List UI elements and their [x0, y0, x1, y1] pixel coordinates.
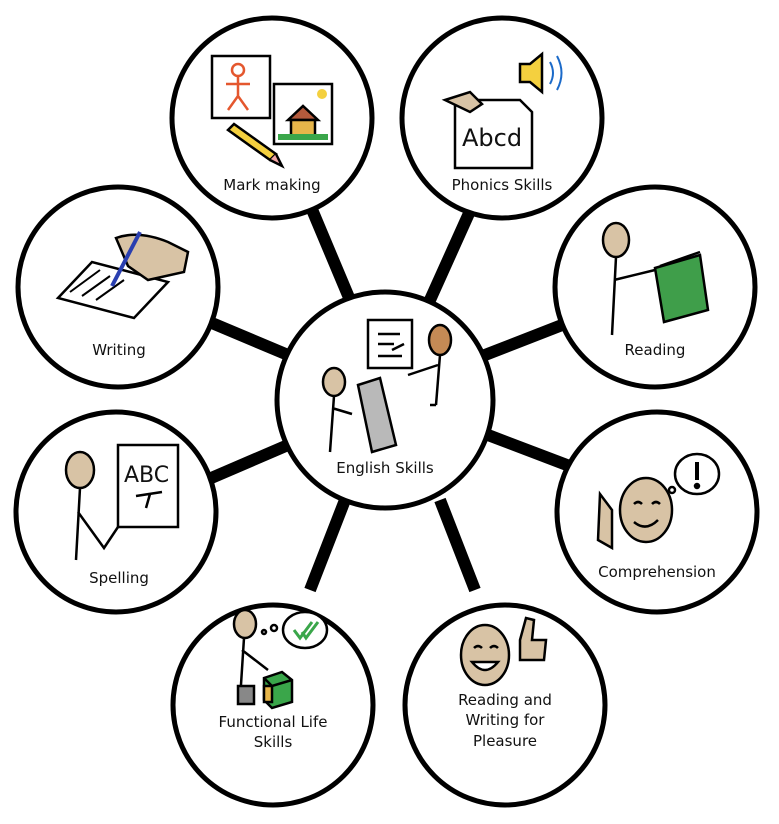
connectors: [192, 197, 583, 593]
label-comprehension: Comprehension: [598, 563, 716, 581]
connector-functional: [304, 497, 351, 593]
mark-making-icon: [210, 54, 334, 169]
label-spelling: Spelling: [89, 569, 149, 587]
phonics-card-text: Abcd: [462, 124, 522, 152]
connector-comprehension: [485, 429, 583, 476]
label-reading-writing-pleasure: Reading and Writing for Pleasure: [458, 691, 552, 750]
label-phonics-skills: Phonics Skills: [451, 176, 553, 194]
connector-writing: [197, 312, 291, 361]
spelling-card-text: ABC: [124, 463, 169, 488]
node-circle-pleasure: [402, 602, 608, 808]
hub-label: English Skills: [336, 459, 434, 477]
reading-writing-pleasure-icon: [459, 616, 548, 687]
hub-illustration-icon: [321, 318, 453, 454]
connector-phonics: [424, 197, 481, 303]
phonics-icon: Abcd: [441, 51, 563, 170]
connector-pleasure: [434, 497, 481, 593]
comprehension-icon: [596, 452, 721, 551]
label-reading: Reading: [624, 341, 686, 359]
connector-mark-making: [302, 197, 356, 303]
label-mark-making: Mark making: [223, 176, 321, 194]
writing-icon: [55, 231, 190, 320]
spelling-icon: ABC: [64, 443, 180, 561]
functional-life-skills-icon: [232, 608, 329, 710]
label-functional-life-skills: Functional Life Skills: [218, 713, 328, 752]
label-writing: Writing: [92, 341, 146, 359]
reading-icon: [601, 221, 710, 336]
